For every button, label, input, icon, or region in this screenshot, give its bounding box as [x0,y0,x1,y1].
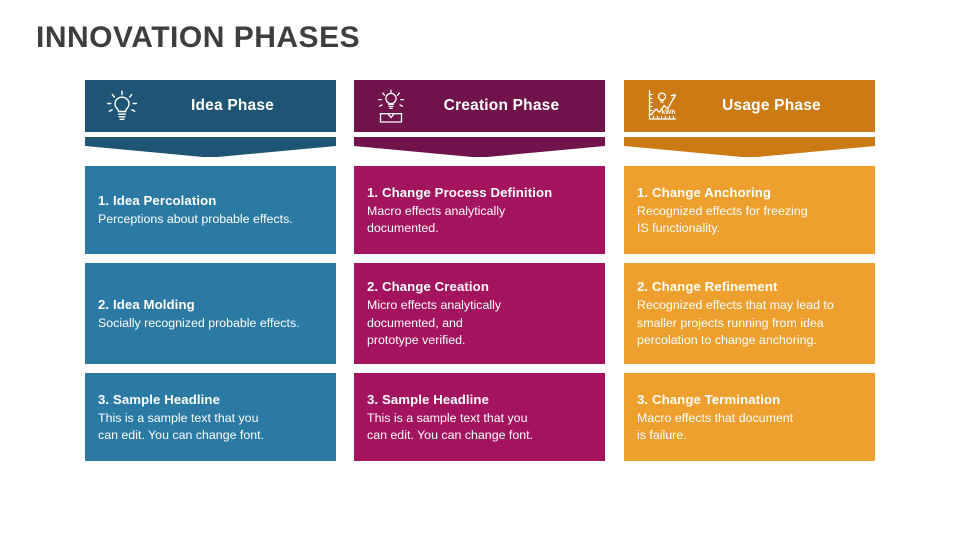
card-body: This is a sample text that you can edit.… [98,410,265,443]
phase-title-creation: Creation Phase [443,97,560,114]
card-creation-3[interactable]: 3. Sample Headline This is a sample text… [354,373,605,461]
card-title: 2. Change Creation [367,279,489,295]
card-body: Macro effects analytically documented. [367,203,506,236]
phase-header-creation[interactable]: Creation Phase [354,80,605,132]
page-title: INNOVATION PHASES [36,21,361,54]
phase-cards-idea: 1. Idea Percolation Perceptions about pr… [85,166,336,461]
card-creation-2[interactable]: 2. Change Creation Micro effects analyti… [354,263,605,364]
card-title: 3. Sample Headline [98,391,221,407]
energy-chart-icon: kWh [634,85,688,127]
phase-column-idea: Idea Phase 1. Idea Percolation Perceptio… [85,80,336,461]
phase-notch-idea [85,137,336,157]
card-body: Macro effects that document is failure. [637,410,794,443]
phase-notch-creation [354,137,605,157]
phase-cards-usage: 1. Change Anchoring Recognized effects f… [624,166,875,461]
card-usage-2[interactable]: 2. Change Refinement Recognized effects … [624,263,875,364]
card-usage-1[interactable]: 1. Change Anchoring Recognized effects f… [624,166,875,254]
phase-column-creation: Creation Phase 1. Change Process Definit… [354,80,605,461]
phase-notch-usage [624,137,875,157]
phase-column-usage: kWh Usage Phase 1. Change Anchoring Reco… [624,80,875,461]
card-idea-1[interactable]: 1. Idea Percolation Perceptions about pr… [85,166,336,254]
card-title: 1. Idea Percolation [98,193,217,209]
phase-title-usage: Usage Phase [722,97,821,114]
card-body: This is a sample text that you can edit.… [367,410,534,443]
card-title: 3. Sample Headline [367,391,490,407]
card-title: 1. Change Process Definition [367,184,553,200]
lightbulb-icon [95,85,149,127]
card-creation-1[interactable]: 1. Change Process Definition Macro effec… [354,166,605,254]
phase-header-usage[interactable]: kWh Usage Phase [624,80,875,132]
phase-notch-creation-wrap [354,137,605,157]
card-title: 1. Change Anchoring [637,184,772,200]
phase-notch-idea-wrap [85,137,336,157]
card-title: 2. Change Refinement [637,279,778,295]
phase-cards-creation: 1. Change Process Definition Macro effec… [354,166,605,461]
phase-title-idea: Idea Phase [191,97,274,114]
card-body: Recognized effects that may lead to smal… [637,298,834,348]
card-body: Recognized effects for freezing IS funct… [637,203,808,236]
phase-header-idea[interactable]: Idea Phase [85,80,336,132]
phase-notch-usage-wrap [624,137,875,157]
card-body: Perceptions about probable effects. [98,212,293,227]
card-title: 2. Idea Molding [98,296,195,312]
card-idea-2[interactable]: 2. Idea Molding Socially recognized prob… [85,263,336,364]
lightbulb-in-box-icon [364,85,418,127]
card-usage-3[interactable]: 3. Change Termination Macro effects that… [624,373,875,461]
svg-text:kWh: kWh [662,109,676,116]
card-body: Micro effects analytically documented, a… [367,298,502,348]
card-body: Socially recognized probable effects. [98,315,300,330]
card-idea-3[interactable]: 3. Sample Headline This is a sample text… [85,373,336,461]
card-title: 3. Change Termination [637,391,781,407]
